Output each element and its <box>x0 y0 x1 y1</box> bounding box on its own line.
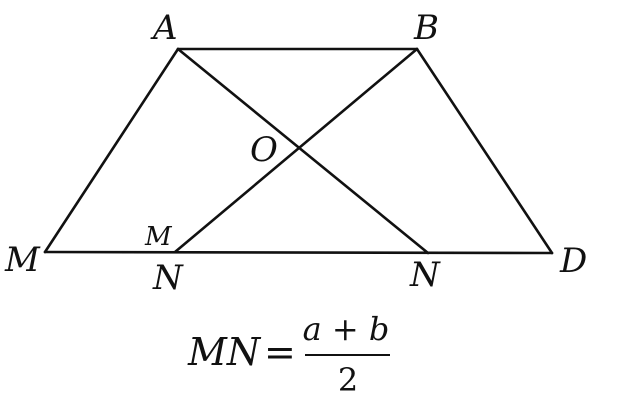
formula: MN = a + b 2 <box>187 310 390 399</box>
label-m-outer: M <box>4 240 41 280</box>
segment-bm <box>173 47 419 254</box>
formula-equals: = <box>264 330 296 374</box>
formula-denominator: 2 <box>338 361 358 399</box>
segment-md <box>43 250 554 255</box>
label-m-inner: M <box>144 222 173 252</box>
label-n-right: N <box>409 255 441 295</box>
label-o: O <box>250 130 278 170</box>
label-b: B <box>413 8 439 48</box>
label-a: A <box>150 8 178 48</box>
segment-bd <box>415 47 554 255</box>
formula-lhs: MN <box>187 330 262 374</box>
label-n-inner: N <box>152 258 184 298</box>
formula-numerator: a + b <box>303 310 390 348</box>
segment-an <box>176 47 430 255</box>
label-d: D <box>559 241 587 281</box>
segment-am <box>43 47 180 254</box>
